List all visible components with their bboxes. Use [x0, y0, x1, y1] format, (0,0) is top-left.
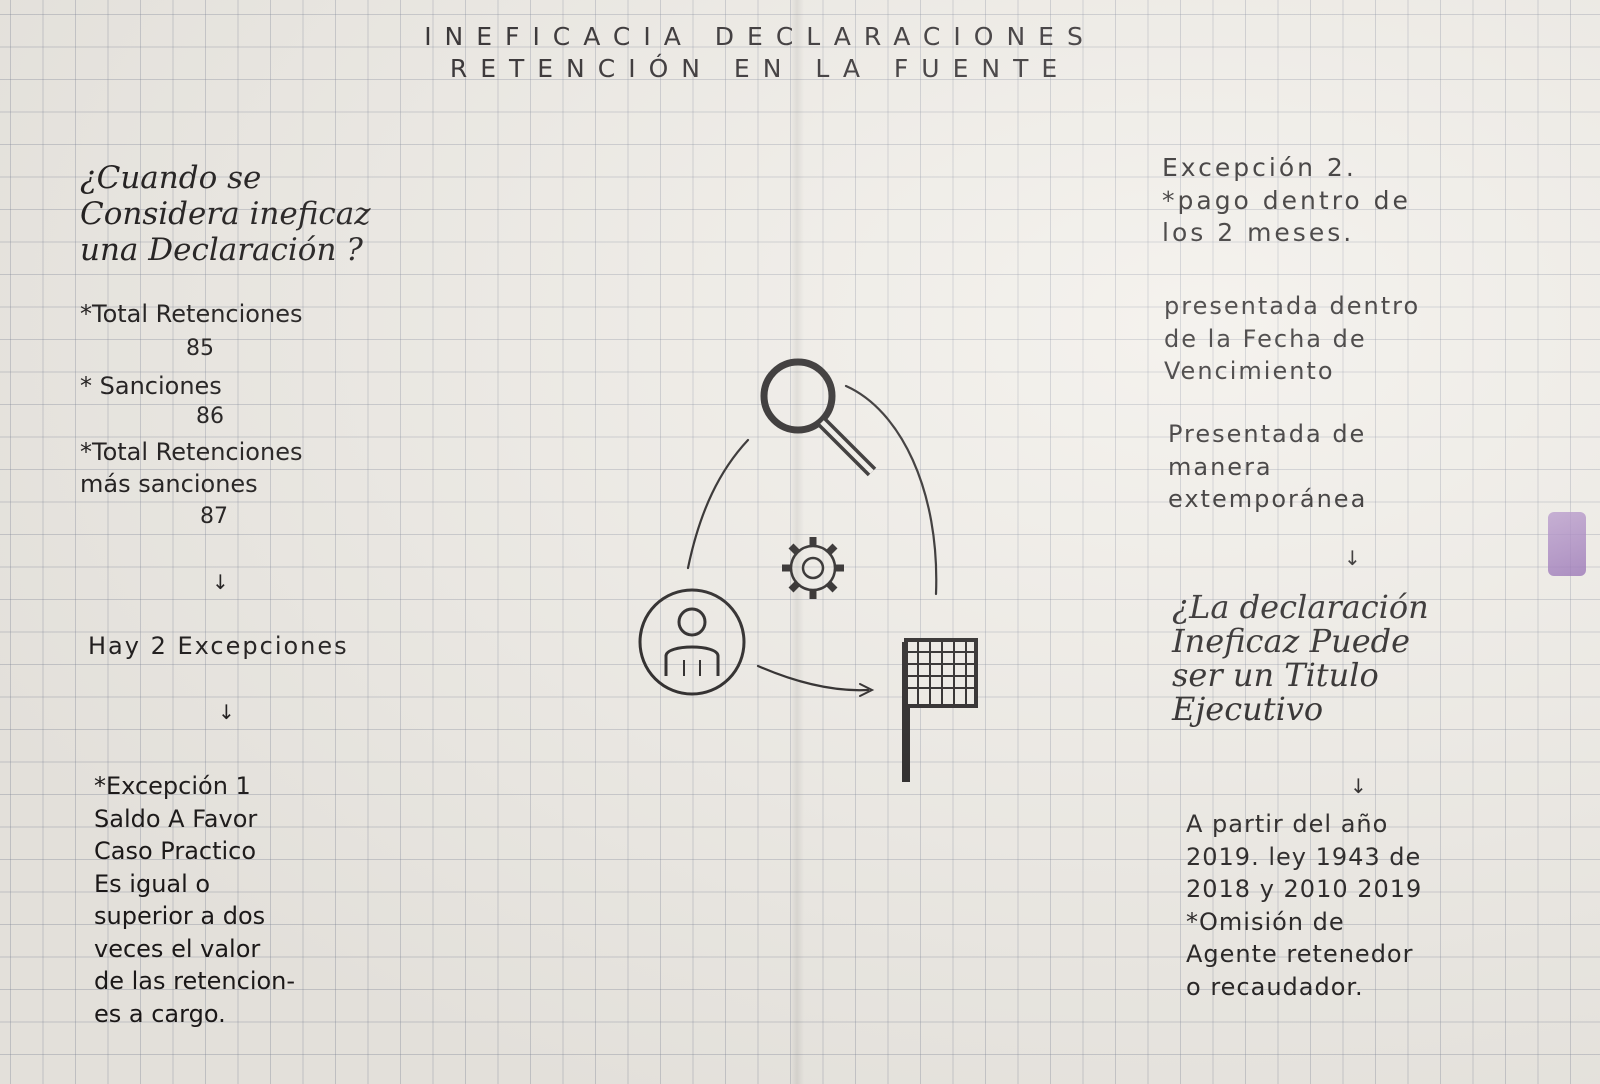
item-total-mas-sanciones-line2: más sanciones — [80, 470, 258, 498]
exception-1-line: *Excepción 1 — [94, 772, 251, 800]
law-note-line: Agente retenedor — [1186, 940, 1414, 968]
cycle-arc-right — [844, 384, 938, 596]
question-line: una Declaración ? — [80, 232, 363, 268]
presented-on-time-line: de la Fecha de — [1164, 324, 1367, 353]
question-line: Considera ineficaz — [80, 196, 371, 232]
question-executive-title: ¿La declaración Ineficaz Puede ser un Ti… — [1172, 590, 1429, 726]
item-total-retenciones-value: 85 — [186, 336, 214, 361]
item-sanciones: * Sanciones — [80, 372, 222, 400]
magnifier-icon — [760, 358, 877, 477]
exceptions-count: Hay 2 Excepciones — [88, 632, 349, 660]
exception-1-line: Es igual o — [94, 869, 211, 898]
item-total-mas-sanciones-value: 87 — [200, 504, 228, 529]
title-line-2: RETENCIÓN EN LA FUENTE — [449, 54, 1071, 83]
question-2-line: ¿La declaración — [1172, 588, 1429, 626]
arrow-down-icon: ↓ — [212, 570, 229, 594]
exception-1: *Excepción 1 Saldo A Favor Caso Practico… — [94, 770, 295, 1030]
question-ineffective: ¿Cuando se Considera ineficaz una Declar… — [80, 160, 371, 268]
law-note-line: 2019. ley 1943 de — [1186, 842, 1422, 871]
presented-on-time-line: Vencimiento — [1164, 357, 1335, 385]
arrow-down-icon: ↓ — [218, 700, 235, 724]
title-line-1: INEFICACIA DECLARACIONES — [424, 22, 1096, 51]
exception-2: Excepción 2. *pago dentro de los 2 meses… — [1162, 152, 1411, 250]
gear-icon — [782, 537, 844, 599]
exception-2-line: Excepción 2. — [1162, 153, 1357, 182]
purple-sticker — [1548, 512, 1586, 576]
cycle-arc-left — [686, 438, 750, 570]
center-illustration — [638, 358, 978, 782]
exception-1-line: es a cargo. — [94, 999, 226, 1028]
question-line: ¿Cuando se — [80, 160, 262, 196]
arrowhead-icon — [859, 683, 875, 697]
exception-1-line: Caso Practico — [94, 837, 257, 865]
item-total-mas-sanciones: *Total Retenciones — [80, 438, 303, 466]
notebook-spine — [790, 0, 804, 1084]
item-sanciones-value: 86 — [196, 404, 224, 429]
presented-on-time: presentada dentro de la Fecha de Vencimi… — [1164, 290, 1420, 388]
exception-2-line: los 2 meses. — [1162, 218, 1355, 247]
exception-1-line: veces el valor — [94, 934, 261, 963]
question-2-line: Ejecutivo — [1172, 690, 1324, 728]
presented-late-line: manera — [1168, 452, 1273, 481]
person-icon — [638, 588, 746, 696]
exception-2-line: *pago dentro de — [1162, 185, 1411, 215]
exception-1-line: de las retencion- — [94, 967, 296, 995]
arrow-down-icon: ↓ — [1350, 774, 1367, 798]
law-note-line: *Omisión de — [1186, 907, 1345, 936]
law-note-line: 2018 y 2010 2019 — [1186, 875, 1423, 903]
law-note-line: o recaudador. — [1186, 972, 1364, 1001]
question-2-line: ser un Titulo — [1172, 656, 1379, 694]
arrow-down-icon: ↓ — [1344, 546, 1361, 570]
cycle-arc-bottom — [756, 664, 870, 692]
presented-on-time-line: presentada dentro — [1164, 292, 1421, 320]
presented-late-line: extemporánea — [1168, 485, 1368, 513]
presented-late-line: Presentada de — [1168, 420, 1367, 448]
presented-late: Presentada de manera extemporánea — [1168, 418, 1367, 516]
law-note-line: A partir del año — [1186, 810, 1389, 838]
law-note: A partir del año 2019. ley 1943 de 2018 … — [1186, 808, 1422, 1003]
exception-1-line: Saldo A Favor — [94, 804, 258, 833]
item-total-retenciones: *Total Retenciones — [80, 300, 303, 328]
checkered-flag-icon — [902, 638, 978, 782]
question-2-line: Ineficaz Puede — [1172, 622, 1411, 660]
exception-1-line: superior a dos — [94, 902, 266, 930]
